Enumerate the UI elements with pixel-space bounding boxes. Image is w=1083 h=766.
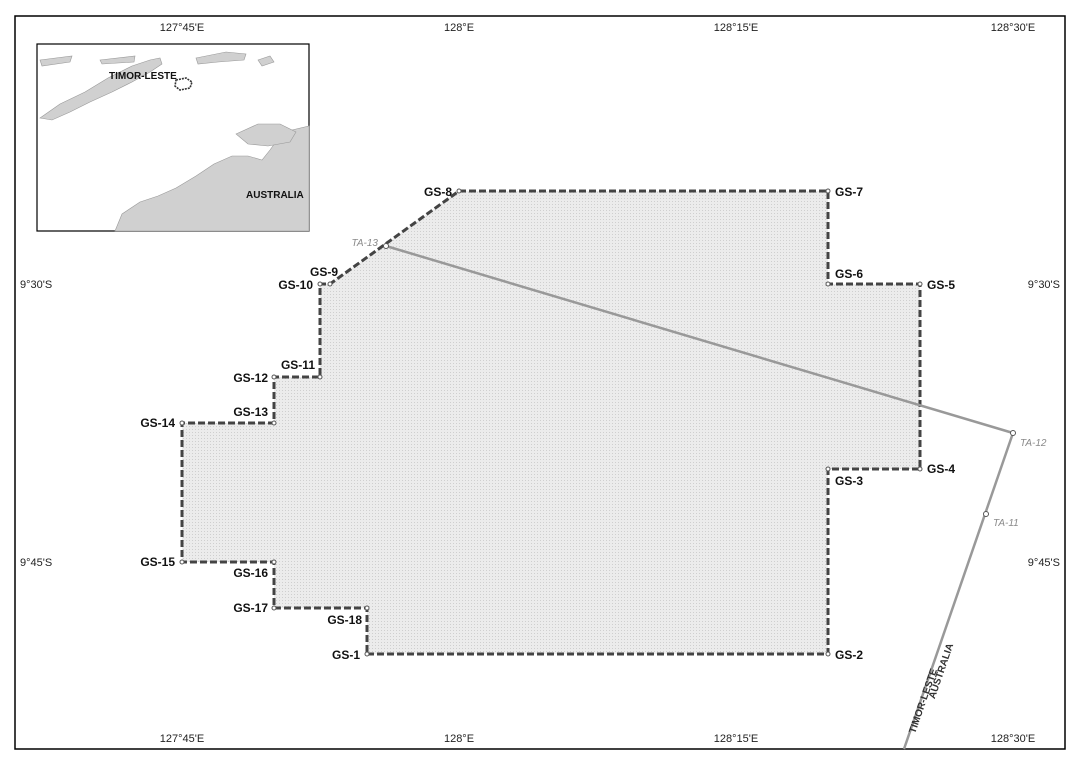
lon-tick-bottom-1: 127°45'E — [160, 733, 204, 745]
label-gs-4: GS-4 — [927, 462, 955, 476]
inset-island-small-2 — [99, 55, 136, 65]
lon-tick-bottom-4: 128°30'E — [991, 733, 1035, 745]
inset-map: TIMOR-LESTE AUSTRALIA — [36, 43, 310, 232]
vertex-gs-2 — [825, 651, 831, 657]
vertex-gs-1 — [364, 651, 370, 657]
vertex-gs-14 — [179, 420, 185, 426]
vertex-gs-13 — [271, 420, 277, 426]
label-ta-12: TA-12 — [1020, 438, 1047, 449]
lat-tick-right-2: 9°45'S — [1028, 557, 1060, 569]
vertex-gs-5 — [917, 281, 923, 287]
label-gs-17: GS-17 — [233, 601, 268, 615]
vertex-ta-12 — [1010, 430, 1016, 436]
lon-tick-top-2: 128°E — [444, 22, 474, 34]
label-gs-18: GS-18 — [327, 613, 362, 627]
lon-tick-top-4: 128°30'E — [991, 22, 1035, 34]
vertex-gs-17 — [271, 605, 277, 611]
inset-island-small-3 — [195, 51, 247, 65]
label-gs-6: GS-6 — [835, 267, 863, 281]
label-gs-9: GS-9 — [310, 265, 338, 279]
label-gs-15: GS-15 — [140, 555, 175, 569]
label-gs-1: GS-1 — [332, 648, 360, 662]
label-gs-8: GS-8 — [424, 185, 452, 199]
label-gs-3: GS-3 — [835, 474, 863, 488]
label-gs-12: GS-12 — [233, 371, 268, 385]
lon-tick-top-3: 128°15'E — [714, 22, 758, 34]
inset-island-small-1 — [39, 55, 73, 67]
inset-timor-island — [39, 57, 163, 121]
vertex-gs-4 — [917, 466, 923, 472]
label-gs-11: GS-11 — [281, 358, 315, 372]
vertex-gs-18 — [364, 605, 370, 611]
inset-island-melville — [235, 123, 297, 147]
vertex-ta-13 — [383, 243, 389, 249]
lat-tick-left-2: 9°45'S — [20, 557, 52, 569]
vertex-markers — [179, 188, 1016, 657]
inset-island-small-4 — [257, 55, 275, 67]
inset-study-area — [174, 77, 193, 91]
lon-tick-bottom-2: 128°E — [444, 733, 474, 745]
lat-tick-right-1: 9°30'S — [1028, 279, 1060, 291]
inset-australia-landmass — [114, 125, 310, 232]
vertex-gs-11 — [317, 374, 323, 380]
vertex-gs-15 — [179, 559, 185, 565]
lon-tick-top-1: 127°45'E — [160, 22, 204, 34]
inset-label-timor-leste: TIMOR-LESTE — [109, 71, 177, 82]
lat-tick-left-1: 9°30'S — [20, 279, 52, 291]
label-gs-16: GS-16 — [233, 566, 268, 580]
vertex-gs-6 — [825, 281, 831, 287]
vertex-gs-16 — [271, 559, 277, 565]
lon-tick-bottom-3: 128°15'E — [714, 733, 758, 745]
label-gs-7: GS-7 — [835, 185, 863, 199]
ta-line-segment-2 — [902, 432, 1015, 750]
label-gs-2: GS-2 — [835, 648, 863, 662]
vertex-gs-12 — [271, 374, 277, 380]
label-ta-11: TA-11 — [993, 518, 1019, 529]
vertex-ta-11 — [983, 511, 989, 517]
inset-label-australia: AUSTRALIA — [246, 190, 304, 201]
vertex-gs-8 — [456, 188, 462, 194]
label-gs-10: GS-10 — [278, 278, 313, 292]
vertex-gs-10 — [317, 281, 323, 287]
vertex-gs-3 — [825, 466, 831, 472]
vertex-gs-7 — [825, 188, 831, 194]
label-gs-13: GS-13 — [233, 405, 268, 419]
label-gs-5: GS-5 — [927, 278, 955, 292]
label-gs-14: GS-14 — [140, 416, 175, 430]
label-ta-13: TA-13 — [352, 238, 379, 249]
ta-line-segment-1 — [385, 244, 1014, 435]
vertex-gs-9 — [327, 281, 333, 287]
